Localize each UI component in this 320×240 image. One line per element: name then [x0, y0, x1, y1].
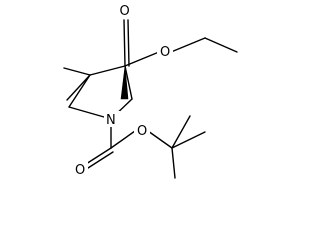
bond-c5-c4: [68, 74, 91, 108]
bonds: [63, 19, 238, 179]
chemical-structure: O O N O O: [63, 3, 238, 179]
atom-labels: O O N O O: [72, 3, 173, 178]
stereo-wedge: [120, 65, 129, 100]
bond-c3-c4: [89, 65, 126, 76]
bond-o-ch2: [170, 37, 206, 53]
bond-carbonyl-c-o-double-1: [123, 19, 126, 67]
bond-o-tbutyl: [147, 130, 173, 149]
bond-c4-methyl-a: [63, 67, 91, 76]
bond-carbonyl-o-ester: [110, 130, 136, 149]
bond-tbutyl-methyl-upright: [171, 115, 191, 149]
atom-o-carbonyl-top: O: [120, 4, 130, 19]
atom-n-ring: N: [106, 113, 116, 128]
atom-o-ester: O: [160, 45, 170, 60]
bond-c4-methyl-b: [66, 74, 91, 101]
bond-tbutyl-methyl-right: [171, 131, 206, 149]
bond-c2-c3: [124, 65, 133, 100]
bond-carbonyl-c-o-ester: [124, 51, 160, 67]
bond-carbonyl-o-double-2: [87, 151, 114, 169]
bond-carbonyl-o-double-1: [85, 147, 112, 165]
atom-o-carbamate-bottom: O: [75, 163, 85, 178]
bond-tbutyl-methyl-down: [171, 147, 176, 179]
bond-carbonyl-c-o-double-2: [127, 19, 130, 67]
atom-o-carbamate-ester: O: [137, 124, 147, 139]
bond-ch2-ch3: [204, 37, 238, 53]
